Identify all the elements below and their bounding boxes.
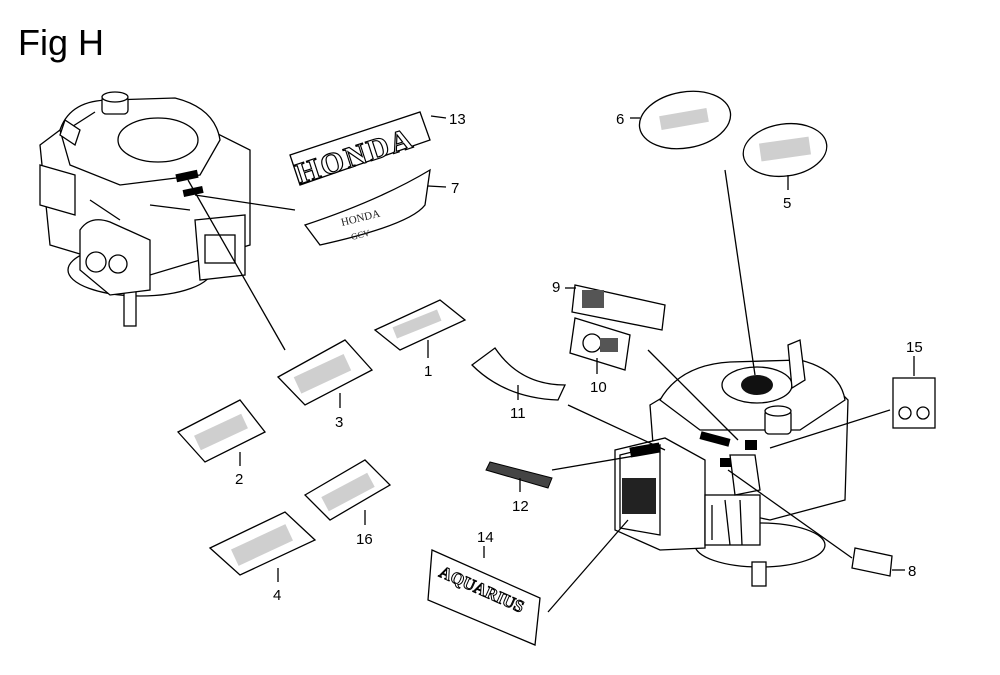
callout-12: 12 [512,498,529,515]
callout-15: 15 [906,339,923,356]
decal-13-text: HONDA [292,122,418,191]
callout-2: 2 [235,471,243,488]
callout-5: 5 [783,195,791,212]
leader-lines [187,169,891,613]
decal-16 [303,459,392,521]
callout-numbers: 13 7 6 5 1 3 2 16 4 9 10 11 12 14 15 8 [235,111,923,604]
engine-right [614,339,849,587]
callout-11: 11 [510,405,526,422]
decal-3 [276,339,374,406]
callout-8: 8 [908,563,916,580]
decal-5-oval [742,122,828,178]
decal-10 [569,317,631,371]
callout-16: 16 [356,531,373,548]
decal-15 [892,377,936,429]
decal-7-gcv: GCV [350,228,371,242]
decal-11 [471,347,567,401]
decal-8 [851,547,893,577]
decal-13-honda: HONDA [289,111,431,191]
callout-3: 3 [335,414,343,431]
callout-9: 9 [552,279,560,296]
decal-7-shroud: HONDA GCV [303,168,431,246]
decal-4 [208,511,317,576]
decal-9 [571,284,666,331]
decal-12 [485,461,553,489]
engine-left [39,91,251,327]
callout-13: 13 [449,111,466,128]
callout-4: 4 [273,587,281,604]
figure-title: Fig H [18,22,105,63]
callout-14: 14 [477,529,494,546]
callout-1: 1 [424,363,432,380]
decal-14: AQUARIUS [427,549,541,646]
decal-6-oval [638,90,732,150]
decal-1 [373,299,467,351]
decal-2 [176,399,267,463]
callout-6: 6 [616,111,624,128]
callout-10: 10 [590,379,607,396]
callout-7: 7 [451,180,459,197]
